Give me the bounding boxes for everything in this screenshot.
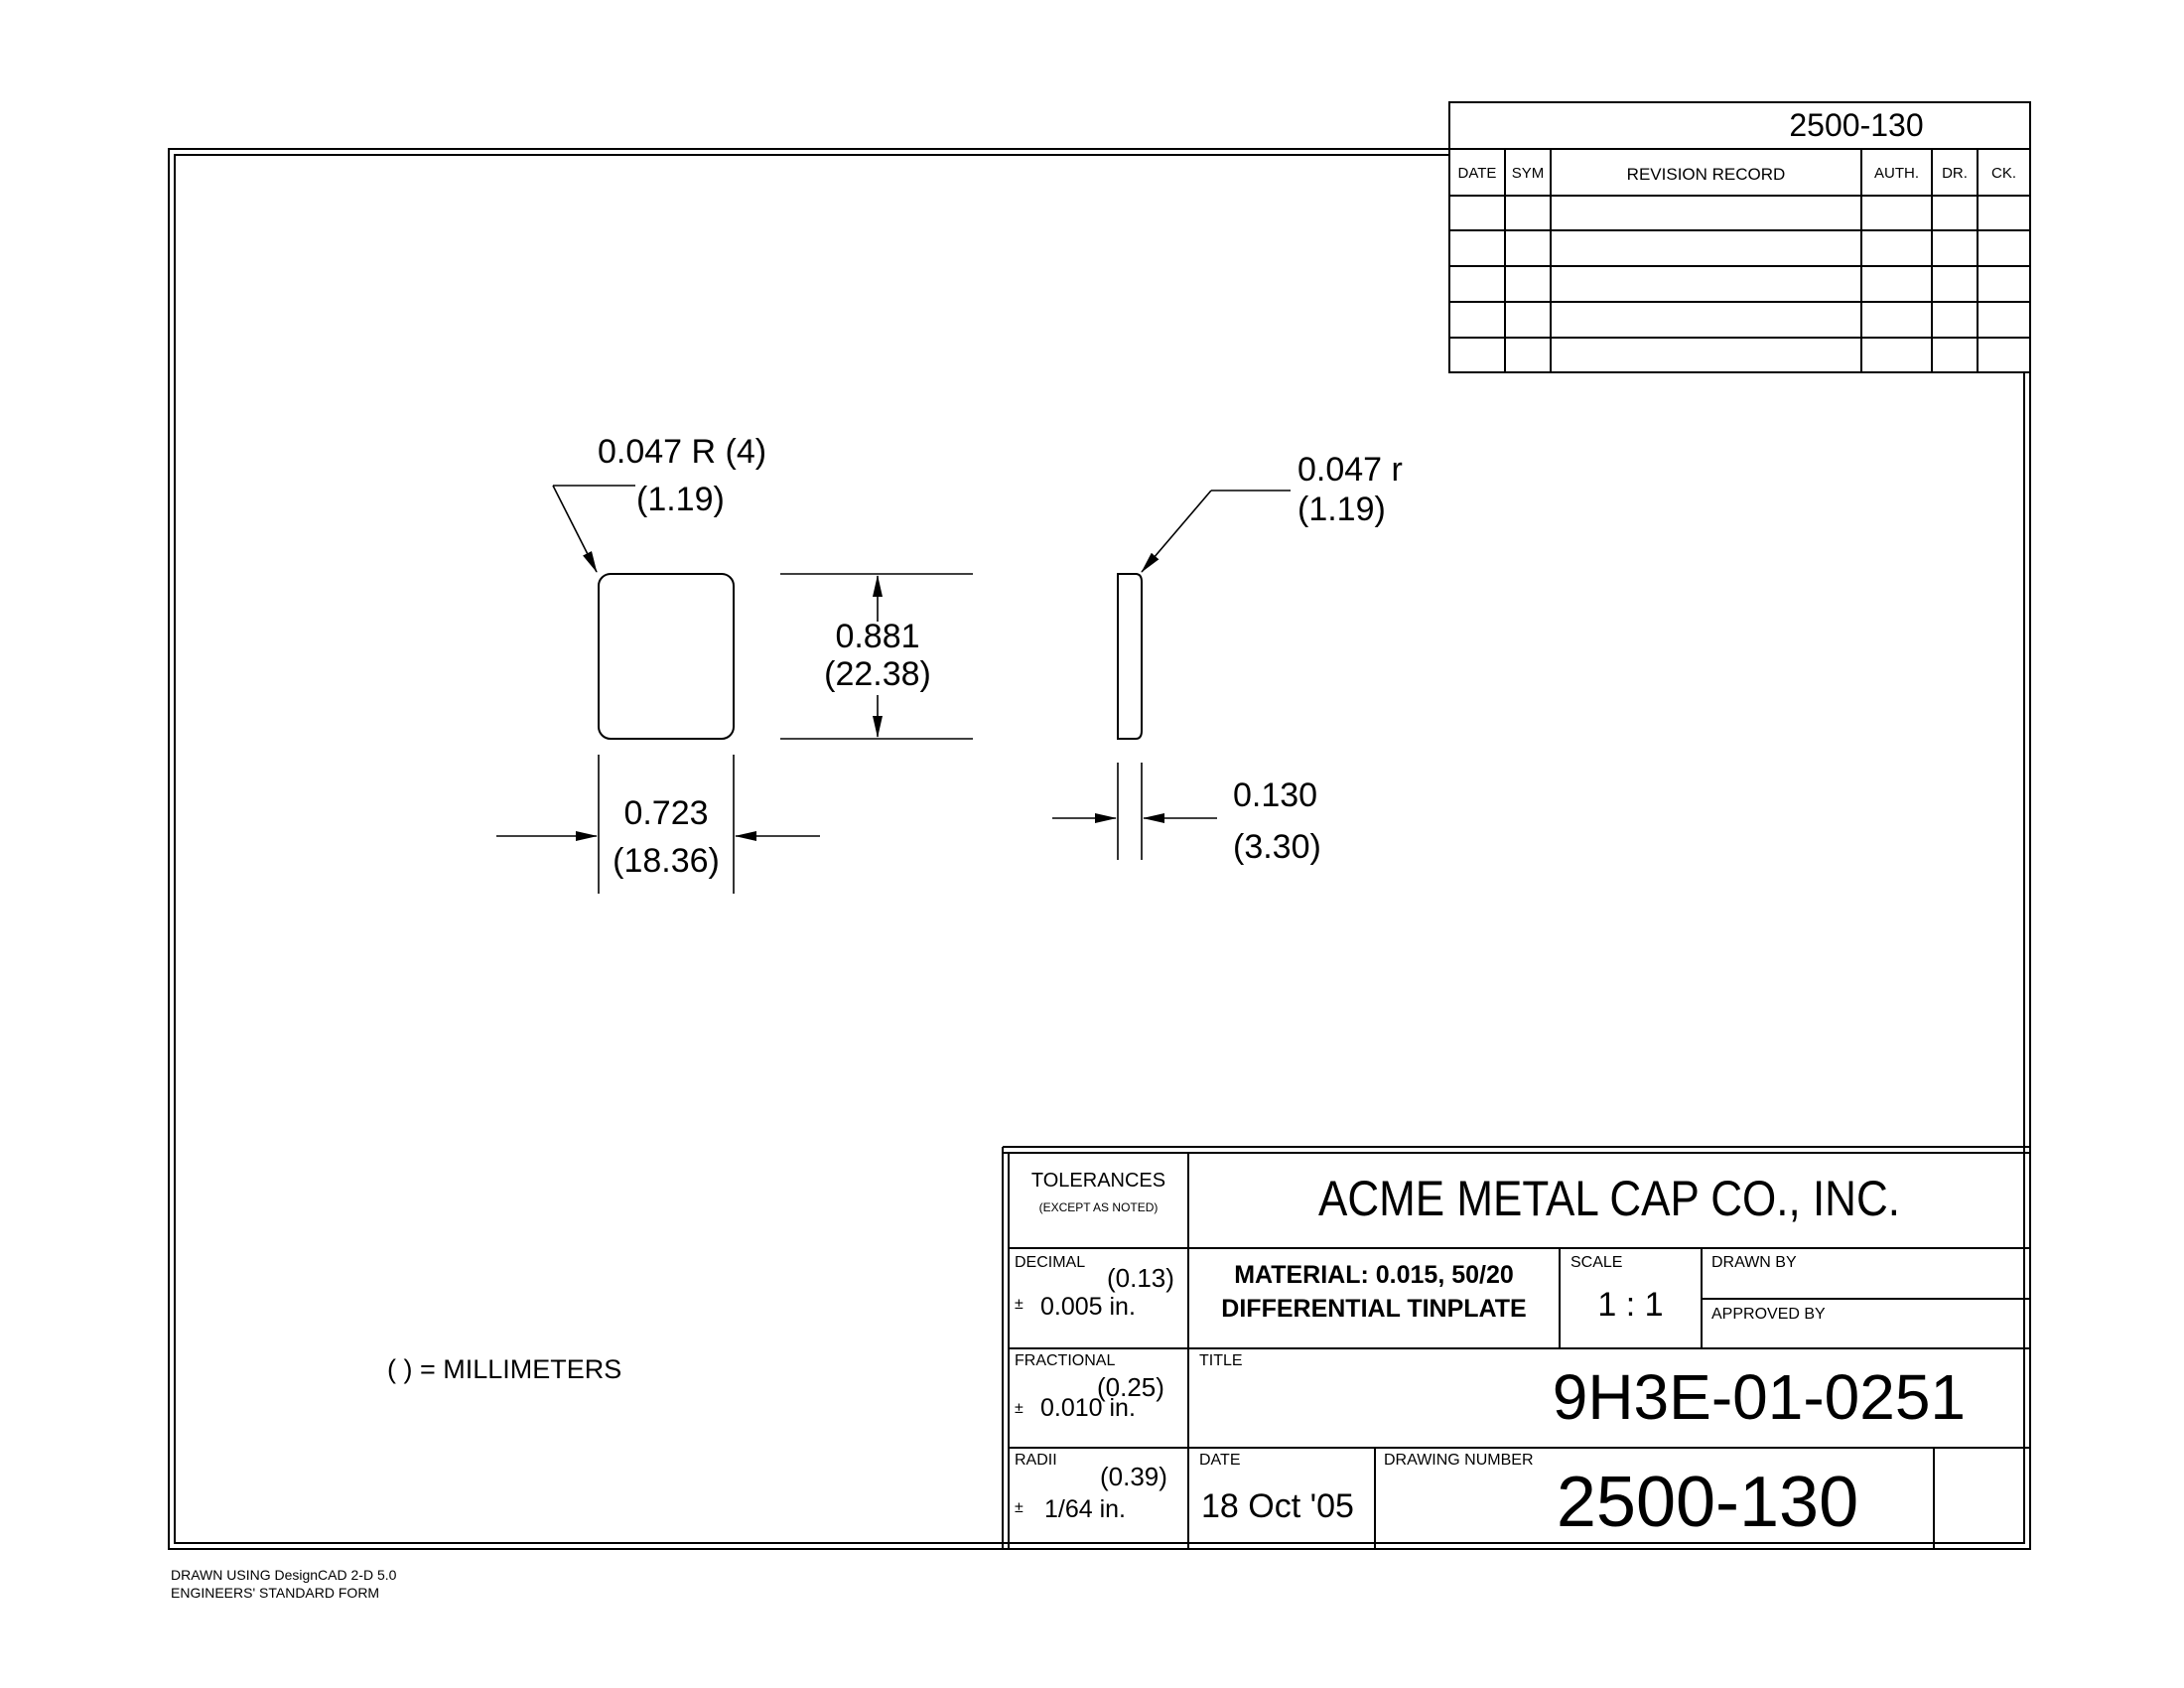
approved-by-label: APPROVED BY [1711,1306,1826,1323]
decimal-mm: (0.13) [1107,1263,1174,1293]
revision-header-auth: AUTH. [1874,165,1919,182]
edge-radius-in-label: 0.047 r [1297,451,1403,489]
fractional-in: 0.010 in. [1040,1394,1136,1422]
fractional-mm: (0.25) [1097,1372,1164,1402]
title-label: TITLE [1199,1352,1243,1369]
footer-line-2: ENGINEERS' STANDARD FORM [171,1585,380,1601]
radii-plus-minus: ± [1015,1499,1024,1516]
footer-line-1: DRAWN USING DesignCAD 2-D 5.0 [171,1567,397,1583]
sheet-border [168,148,2031,1550]
material-line-1: MATERIAL: 0.015, 50/20 [1234,1261,1514,1289]
date-label: DATE [1199,1452,1241,1469]
drawing-number-label: DRAWING NUMBER [1384,1452,1534,1469]
title-block-grid [1002,1146,2030,1549]
decimal-in: 0.005 in. [1040,1293,1136,1321]
fractional-plus-minus: ± [1015,1400,1024,1417]
radii-mm: (0.39) [1100,1462,1167,1491]
decimal-plus-minus: ± [1015,1296,1024,1313]
company-name: ACME METAL CAP CO., INC. [1318,1171,1900,1226]
drawn-by-label: DRAWN BY [1711,1254,1797,1271]
revision-header-ck: CK. [1990,165,2016,182]
thickness-mm-label: (3.30) [1233,828,1321,866]
fractional-label: FRACTIONAL [1015,1352,1116,1369]
radii-in: 1/64 in. [1044,1495,1127,1523]
thickness-in-label: 0.130 [1233,776,1318,814]
revision-header-sym: SYM [1511,165,1545,182]
revision-header-record: REVISION RECORD [1626,165,1786,184]
revision-header-date: DATE [1457,165,1497,182]
title-value: 9H3E-01-0251 [1552,1361,1966,1433]
material-line-2: DIFFERENTIAL TINPLATE [1221,1295,1527,1323]
scale-value: 1 : 1 [1597,1286,1664,1324]
corner-radius-mm-label: (1.19) [636,481,725,518]
tolerances-label: TOLERANCES [1030,1170,1166,1192]
revision-part-number: 2500-130 [1789,107,1924,143]
width-mm-label: (18.36) [613,842,720,880]
edge-radius-mm-label: (1.19) [1297,491,1386,528]
radii-label: RADII [1015,1452,1057,1469]
units-note: ( ) = MILLIMETERS [387,1354,622,1384]
height-mm-label: (22.38) [824,655,931,693]
part-side-view [1117,573,1143,740]
date-value: 18 Oct '05 [1201,1487,1354,1525]
corner-radius-in-label: 0.047 R (4) [598,433,767,471]
drawing-number-value: 2500-130 [1556,1463,1859,1542]
dimension-lines [496,485,1291,894]
decimal-label: DECIMAL [1015,1254,1086,1271]
part-front-view [598,573,735,740]
revision-block-grid [1448,101,2031,373]
scale-label: SCALE [1570,1254,1623,1271]
except-note: (EXCEPT AS NOTED) [1038,1200,1159,1214]
width-in-label: 0.723 [623,794,709,832]
revision-header-dr: DR. [1942,165,1968,182]
height-in-label: 0.881 [835,618,920,655]
